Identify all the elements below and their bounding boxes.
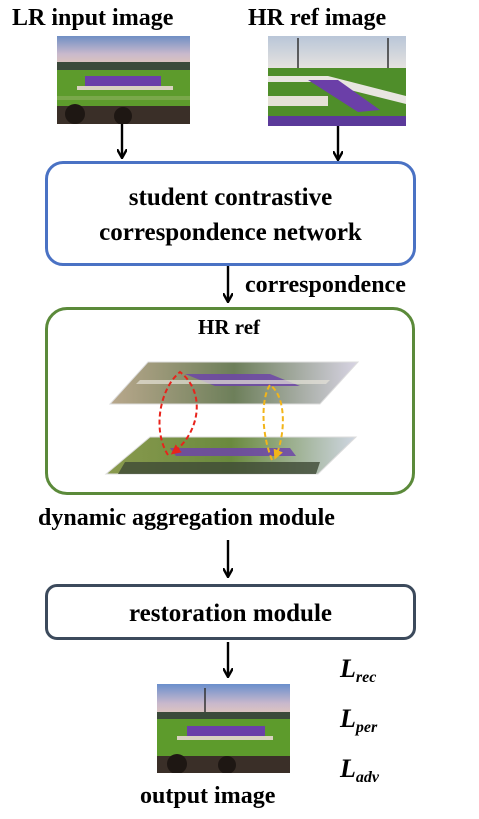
loss-per: Lper bbox=[340, 704, 378, 736]
correspondence-label: correspondence bbox=[245, 272, 406, 298]
red-correspondence-arrow bbox=[158, 370, 198, 456]
hr-ref-label: HR ref image bbox=[248, 5, 387, 31]
loss-rec: Lrec bbox=[340, 654, 377, 686]
output-image-label: output image bbox=[140, 783, 276, 809]
student-line1: student contrastive bbox=[128, 184, 333, 211]
orange-correspondence-arrow bbox=[262, 383, 284, 461]
loss-adv: Ladv bbox=[340, 754, 379, 786]
hr-ref-image bbox=[268, 36, 406, 126]
output-image bbox=[157, 684, 290, 773]
student-line2: correspondence network bbox=[99, 219, 362, 246]
hr-ref-inner-label: HR ref bbox=[198, 315, 261, 339]
lr-input-label: LR input image bbox=[12, 5, 174, 31]
dynamic-aggregation-caption: dynamic aggregation module bbox=[38, 505, 335, 531]
student-network-box: student contrastive correspondence netwo… bbox=[45, 161, 416, 266]
restoration-label: restoration module bbox=[129, 600, 332, 627]
restoration-module-box: restoration module bbox=[45, 584, 416, 640]
lr-input-image bbox=[57, 36, 190, 124]
